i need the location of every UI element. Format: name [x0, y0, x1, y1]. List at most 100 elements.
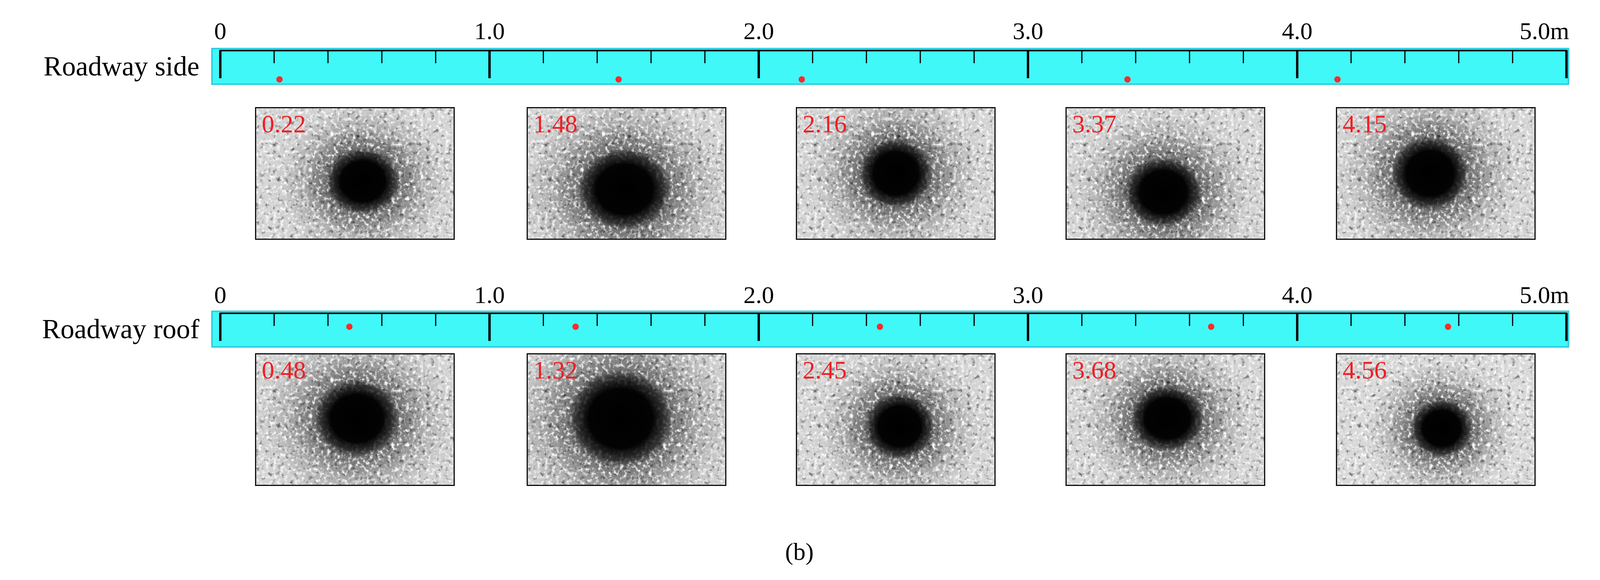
tick-label: 0: [214, 18, 227, 44]
borehole-photo: 3.68: [1065, 352, 1266, 486]
image-grain: [255, 106, 455, 240]
depth-label: 1.32: [533, 357, 578, 383]
depth-label: 2.45: [802, 357, 847, 383]
wall-ring: [529, 106, 720, 240]
depth-marker: [876, 323, 884, 330]
scale-bar: Roadway side: [211, 47, 1570, 85]
depth-marker: [1207, 323, 1215, 330]
borehole-photo: 3.37: [1065, 106, 1266, 240]
borehole-image: [255, 106, 455, 240]
wall-ring: [551, 123, 698, 240]
tick-label: 3.0: [1012, 18, 1044, 44]
depth-marker: [615, 76, 622, 83]
depth-label: 0.22: [261, 111, 306, 137]
tick-label: 5.0m: [1519, 282, 1570, 307]
ruler-scale: [211, 47, 1570, 85]
image-ground: [1335, 106, 1536, 240]
tick-label: 1.0: [474, 18, 505, 44]
depth-marker: [1444, 323, 1452, 330]
depth-marker: [798, 76, 805, 83]
borehole-hole: [1410, 398, 1474, 458]
image-grain: [255, 352, 455, 486]
borehole-hole: [1123, 156, 1203, 228]
image-ground: [255, 106, 455, 240]
borehole-hole: [325, 147, 401, 215]
image-grain: [1065, 352, 1266, 486]
image-ground: [795, 106, 996, 240]
wall-ring: [303, 127, 423, 235]
figure-caption: (b): [785, 538, 814, 564]
depth-label: 4.56: [1342, 357, 1387, 383]
borehole-photo: 1.32: [526, 352, 727, 486]
ruler-scale: [211, 310, 1570, 348]
tick-label: 2.0: [743, 282, 775, 307]
borehole-photo: 4.15: [1335, 106, 1536, 240]
borehole-photo: 4.56: [1335, 352, 1536, 486]
wall-ring: [842, 372, 957, 480]
depth-marker: [346, 323, 353, 330]
image-grain: [255, 352, 455, 486]
borehole-hole: [858, 137, 934, 209]
image-grain: [1065, 352, 1266, 486]
image-grain: [526, 352, 727, 486]
borehole-hole: [1129, 384, 1205, 452]
tick-label: 1.0: [474, 282, 505, 307]
depth-marker: [572, 323, 579, 330]
borehole-photo: 2.45: [795, 352, 996, 486]
tick-label: 4.0: [1281, 18, 1313, 44]
depth-label: 4.15: [1342, 111, 1387, 137]
depth-marker: [1124, 76, 1131, 83]
image-ground: [1065, 106, 1266, 240]
wall-ring: [526, 352, 722, 486]
borehole-image: [1335, 352, 1536, 486]
image-shade: [255, 352, 455, 486]
wall-ring: [1107, 364, 1228, 472]
depth-label: 1.48: [533, 111, 578, 137]
borehole-hole: [577, 147, 672, 231]
borehole-image: [1065, 106, 1266, 240]
image-grain: [795, 106, 996, 240]
image-grain: [1065, 106, 1266, 240]
wall-ring: [1100, 135, 1227, 240]
borehole-photo: 1.48: [526, 106, 727, 240]
tick-label: 5.0m: [1519, 18, 1570, 44]
depth-marker: [276, 76, 283, 83]
tick-label: 4.0: [1281, 282, 1313, 307]
depth-label: 0.48: [261, 357, 306, 383]
borehole-image: [255, 352, 455, 486]
image-shade: [526, 106, 727, 240]
scale-bar: Roadway roof: [211, 310, 1570, 348]
image-shade: [526, 352, 727, 486]
wall-ring: [287, 354, 426, 482]
borehole-image: [795, 106, 996, 240]
borehole-photo: 0.22: [255, 106, 455, 240]
borehole-image: [1065, 352, 1266, 486]
image-grain: [255, 106, 455, 240]
image-grain: [1335, 352, 1536, 486]
borehole-hole: [313, 378, 401, 458]
borehole-photo: 0.48: [255, 352, 455, 486]
borehole-hole: [864, 392, 936, 460]
row-label: Roadway side: [43, 52, 200, 81]
image-ground: [255, 352, 455, 486]
image-ground: [526, 352, 727, 486]
borehole-image: [1335, 106, 1536, 240]
image-grain: [1335, 352, 1536, 486]
row-label: Roadway roof: [41, 315, 200, 343]
borehole-photo: 2.16: [795, 106, 996, 240]
wall-ring: [1390, 380, 1494, 476]
borehole-image: [526, 352, 727, 486]
depth-label: 3.68: [1072, 357, 1117, 383]
depth-marker: [1334, 76, 1341, 83]
borehole-hole: [1390, 135, 1470, 211]
tick-label: 0: [214, 282, 227, 307]
image-grain: [526, 352, 727, 486]
wall-ring: [836, 117, 955, 230]
image-grain: [1065, 106, 1266, 240]
depth-label: 2.16: [802, 111, 847, 137]
tick-label: 2.0: [743, 18, 775, 44]
borehole-hole: [567, 368, 674, 468]
borehole-image: [526, 106, 727, 240]
